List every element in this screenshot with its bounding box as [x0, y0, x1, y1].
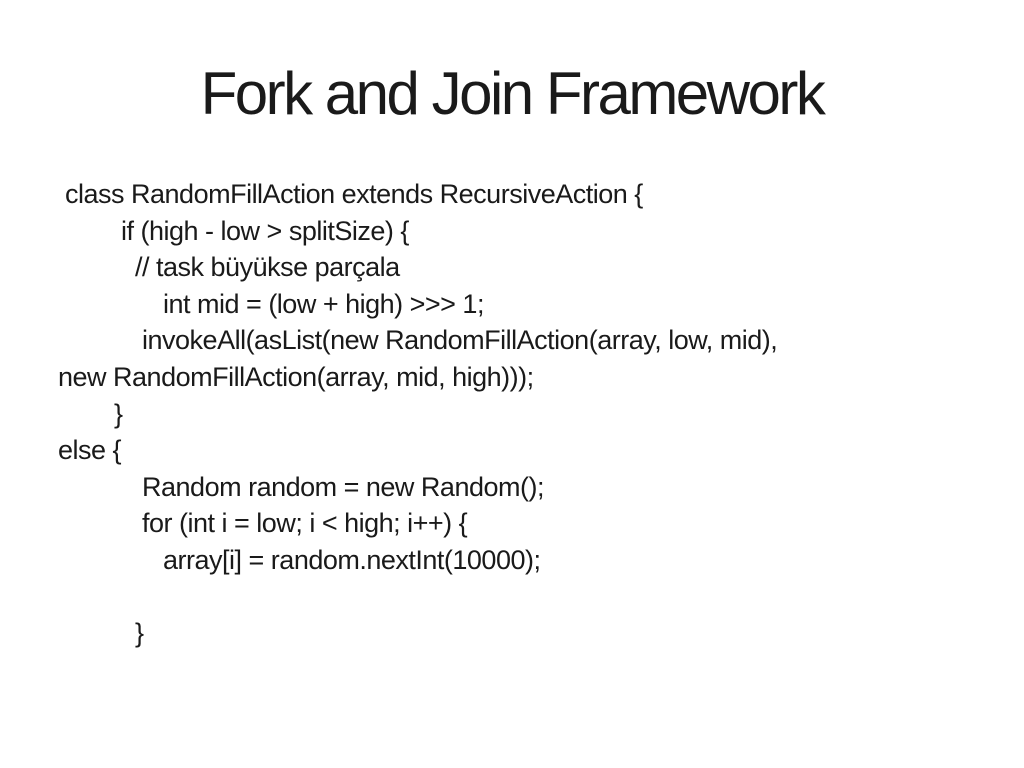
code-line: Random random = new Random(); — [58, 471, 544, 502]
code-line: if (high - low > splitSize) { — [58, 215, 409, 246]
code-line: class RandomFillAction extends Recursive… — [58, 179, 643, 209]
code-line: for (int i = low; i < high; i++) { — [58, 508, 468, 539]
code-line: // task büyükse parçala — [58, 252, 400, 283]
code-line: array[i] = random.nextInt(10000); — [58, 544, 541, 575]
code-line: else { — [58, 435, 122, 466]
code-line: } — [58, 398, 123, 429]
code-line: int mid = (low + high) >>> 1; — [58, 288, 484, 319]
slide-title: Fork and Join Framework — [200, 60, 826, 127]
code-line: new RandomFillAction(array, mid, high)))… — [58, 361, 534, 392]
code-block: class RandomFillAction extends Recursive… — [58, 176, 998, 652]
code-line — [58, 579, 998, 616]
code-line: } — [58, 618, 144, 649]
code-line: invokeAll(asList(new RandomFillAction(ar… — [58, 325, 778, 356]
